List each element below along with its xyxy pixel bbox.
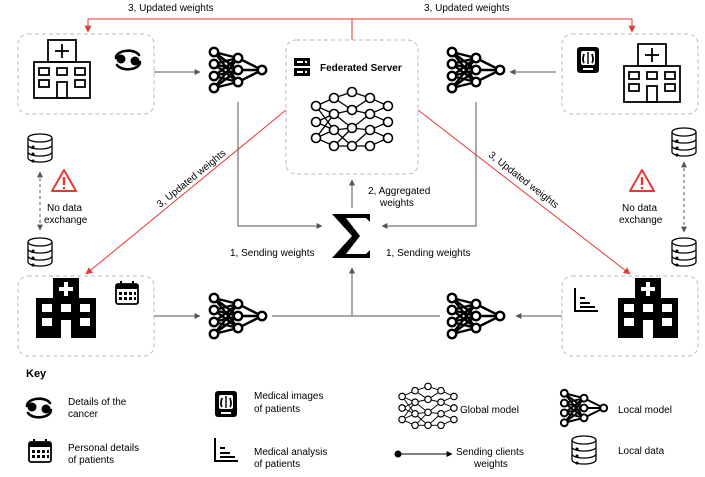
hospital-icon	[623, 43, 681, 103]
database-icon	[27, 133, 53, 163]
key-analysis-line2: of patients	[254, 459, 300, 470]
key-personal-line2: of patients	[68, 455, 114, 466]
database-icon	[671, 237, 697, 267]
label-aggregated-line1: 2, Aggregated	[368, 186, 430, 197]
key-analysis-line1: Medical analysis	[254, 447, 327, 458]
top-right-client-box	[561, 33, 699, 115]
warning-icon	[51, 169, 77, 192]
server-title: Federated Server	[320, 63, 402, 74]
calendar-icon	[115, 280, 139, 305]
key-global-model: Global model	[460, 405, 519, 416]
analysis-chart-icon	[574, 287, 599, 312]
key-local-data: Local data	[618, 446, 665, 457]
medical-image-icon	[214, 390, 238, 418]
local-model-top-left	[208, 46, 268, 94]
medical-image-icon	[576, 46, 600, 74]
key-personal-line1: Personal details	[68, 443, 139, 454]
key-cancer-line2: cancer	[68, 409, 99, 420]
label-updated-weights-diagonal-right: 3, Updated weights	[486, 150, 560, 211]
cancer-icon	[25, 397, 53, 419]
label-no-data-right-1: No data	[622, 203, 657, 214]
local-model-top-right	[446, 46, 506, 94]
database-icon	[27, 237, 53, 267]
top-left-client-box	[17, 33, 155, 115]
key-images-line1: Medical images	[254, 391, 323, 402]
global-model-icon	[398, 382, 458, 430]
label-updated-weights-diagonal-left: 3, Updated weights	[155, 148, 228, 210]
database-icon	[571, 435, 597, 465]
label-updated-weights-top-left: 3, Updated weights	[128, 3, 214, 14]
key-local-model: Local model	[618, 405, 672, 416]
hospital-icon	[36, 278, 96, 338]
server-icon	[294, 58, 310, 76]
warning-icon	[629, 169, 655, 192]
local-model-bottom-right	[446, 292, 506, 340]
local-model-icon	[559, 388, 609, 428]
sending-weights-lines	[37, 69, 687, 319]
key-title: Key	[26, 368, 47, 380]
hospital-icon	[33, 39, 91, 99]
label-no-data-left-2: exchange	[44, 215, 88, 226]
label-aggregated-line2: weights	[379, 198, 414, 209]
local-model-bottom-left	[208, 292, 268, 340]
key-images-line2: of patients	[254, 404, 300, 415]
label-updated-weights-top-right: 3, Updated weights	[424, 3, 510, 14]
aggregation-sigma-icon	[332, 214, 370, 258]
analysis-chart-icon	[214, 437, 239, 462]
key-cancer-line1: Details of the	[68, 397, 127, 408]
bottom-right-client-box	[561, 275, 699, 357]
key-sending-line1: Sending clients	[456, 447, 524, 458]
key-legend: Key Details of the cancer Personal detai…	[25, 368, 672, 470]
updated-weights-arrows	[84, 18, 636, 275]
label-sending-weights-right: 1, Sending weights	[386, 248, 471, 259]
label-no-data-right-2: exchange	[619, 215, 663, 226]
key-sending-line2: weights	[473, 459, 508, 470]
label-sending-weights-left: 1, Sending weights	[230, 248, 315, 259]
global-model	[310, 86, 394, 152]
hospital-icon	[618, 278, 678, 338]
calendar-icon	[28, 438, 52, 463]
label-no-data-left-1: No data	[47, 203, 82, 214]
cancer-icon	[114, 49, 142, 71]
database-icon	[671, 127, 697, 157]
